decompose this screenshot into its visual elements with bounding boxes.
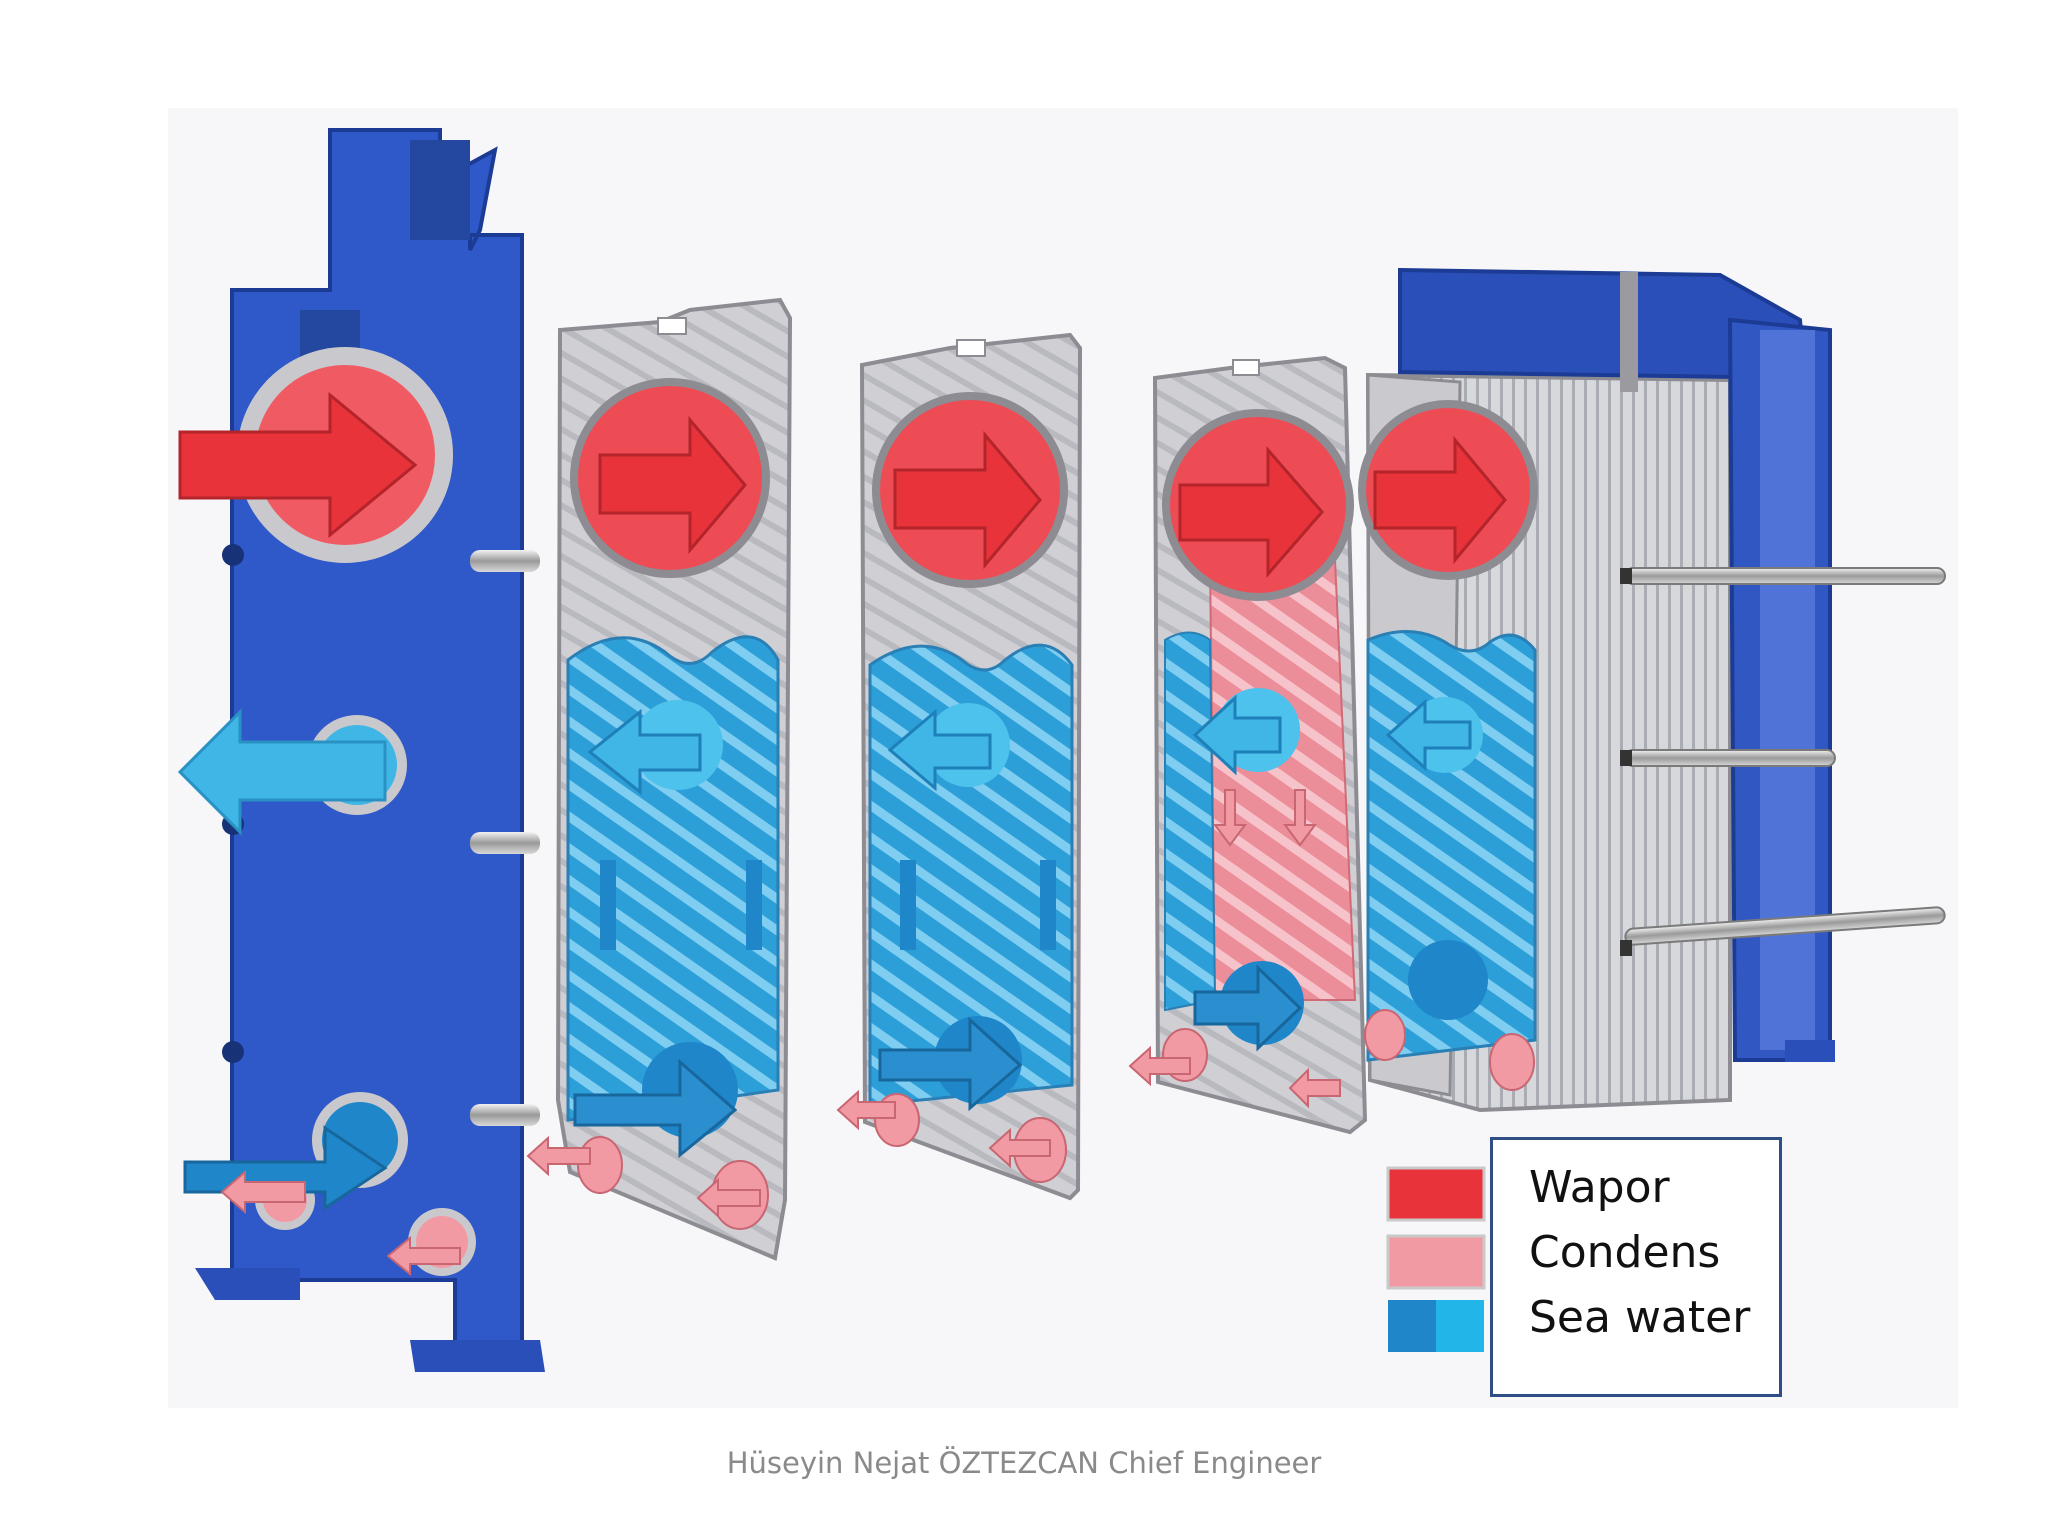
seawater-outlet-arrow	[177, 708, 387, 836]
footer-credit: Hüseyin Nejat ÖZTEZCAN Chief Engineer	[726, 1446, 1322, 1480]
bolt-stub	[470, 550, 540, 572]
bolt-stub	[470, 1104, 540, 1126]
condensate-outlet-arrow	[220, 1169, 306, 1215]
legend-swatch-vapor	[1386, 1166, 1486, 1222]
plate-pack	[1358, 372, 1732, 1113]
tie-rod	[1624, 749, 1836, 767]
legend-swatch-seawater-dark	[1388, 1300, 1436, 1352]
plate-3	[1128, 355, 1368, 1135]
tie-rod	[1624, 567, 1946, 585]
pressure-plate-frame	[1398, 267, 1946, 1062]
legend-swatch-condensate	[1386, 1234, 1486, 1290]
legend-label-vapor: Wapor	[1529, 1162, 1670, 1213]
legend-box: Wapor Condens Sea water	[1490, 1137, 1782, 1397]
legend-swatches	[1386, 1166, 1486, 1352]
vapor-inlet-arrow	[178, 391, 418, 539]
plate-1	[526, 297, 793, 1261]
legend-swatch-seawater-light	[1436, 1300, 1484, 1352]
condensate-outlet-arrow	[386, 1235, 461, 1277]
legend-label-condensate: Condens	[1529, 1227, 1721, 1278]
legend-label-seawater: Sea water	[1529, 1292, 1751, 1343]
plate-2	[836, 332, 1083, 1201]
bolt-stub	[470, 832, 540, 854]
tie-rod	[1624, 906, 1946, 946]
